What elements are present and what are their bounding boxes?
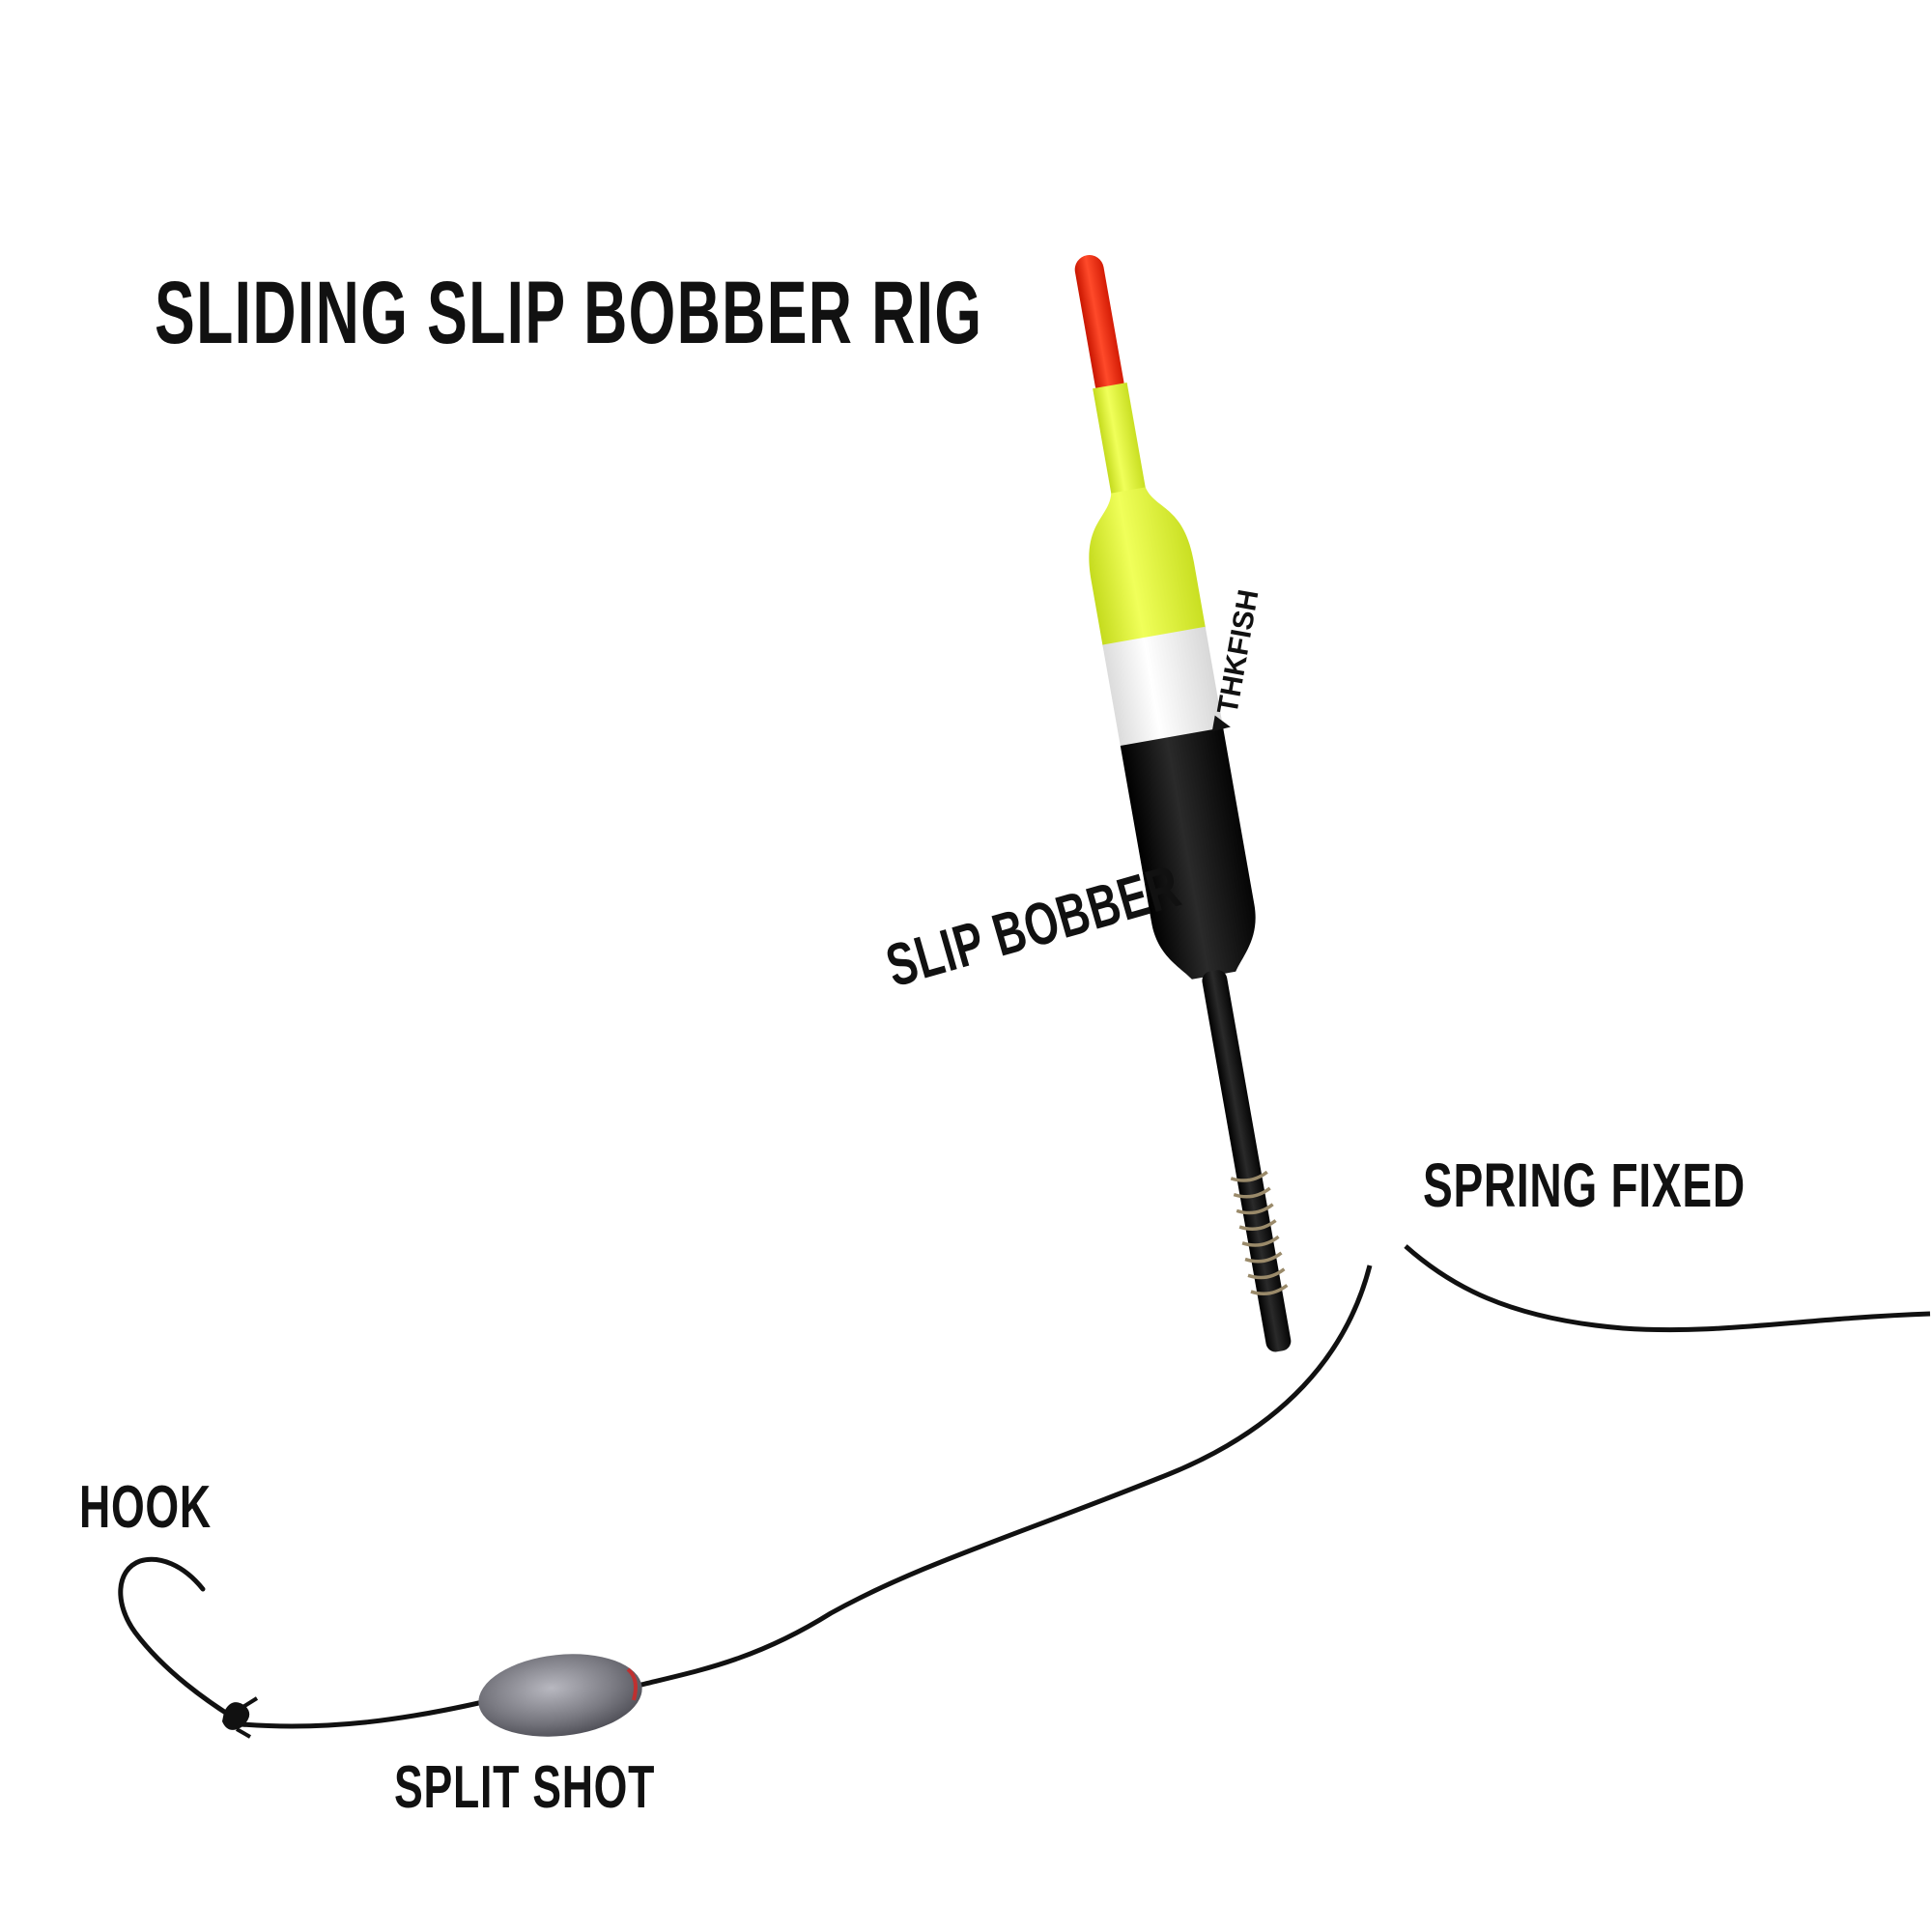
split-shot-mark	[626, 1667, 638, 1701]
bobber-brand-text: THKFISH	[1211, 587, 1264, 717]
logo-mark-icon	[1211, 715, 1231, 732]
split-shot-weight	[478, 1654, 642, 1737]
hook-label: HOOK	[79, 1474, 212, 1541]
main-line-lower	[637, 1264, 1373, 1689]
bobber-body-top	[1089, 487, 1207, 647]
spring-coil	[1230, 1170, 1289, 1295]
bobber-black-stem	[1202, 970, 1292, 1352]
spring-fixed-label: SPRING FIXED	[1423, 1151, 1746, 1220]
leader-line	[241, 1699, 484, 1729]
slip-bobber	[1074, 255, 1292, 1352]
diagram-title: SLIDING SLIP BOBBER RIG	[155, 264, 983, 362]
bobber-stem	[1093, 383, 1148, 503]
bobber-band	[1102, 626, 1224, 748]
main-line-right	[1404, 1244, 1931, 1333]
bobber-body-bottom	[1120, 727, 1256, 980]
bobber-tip	[1074, 255, 1124, 399]
split-shot-label: SPLIT SHOT	[394, 1754, 656, 1821]
knot-tag-ends	[236, 1696, 259, 1739]
hook-icon	[118, 1556, 242, 1724]
